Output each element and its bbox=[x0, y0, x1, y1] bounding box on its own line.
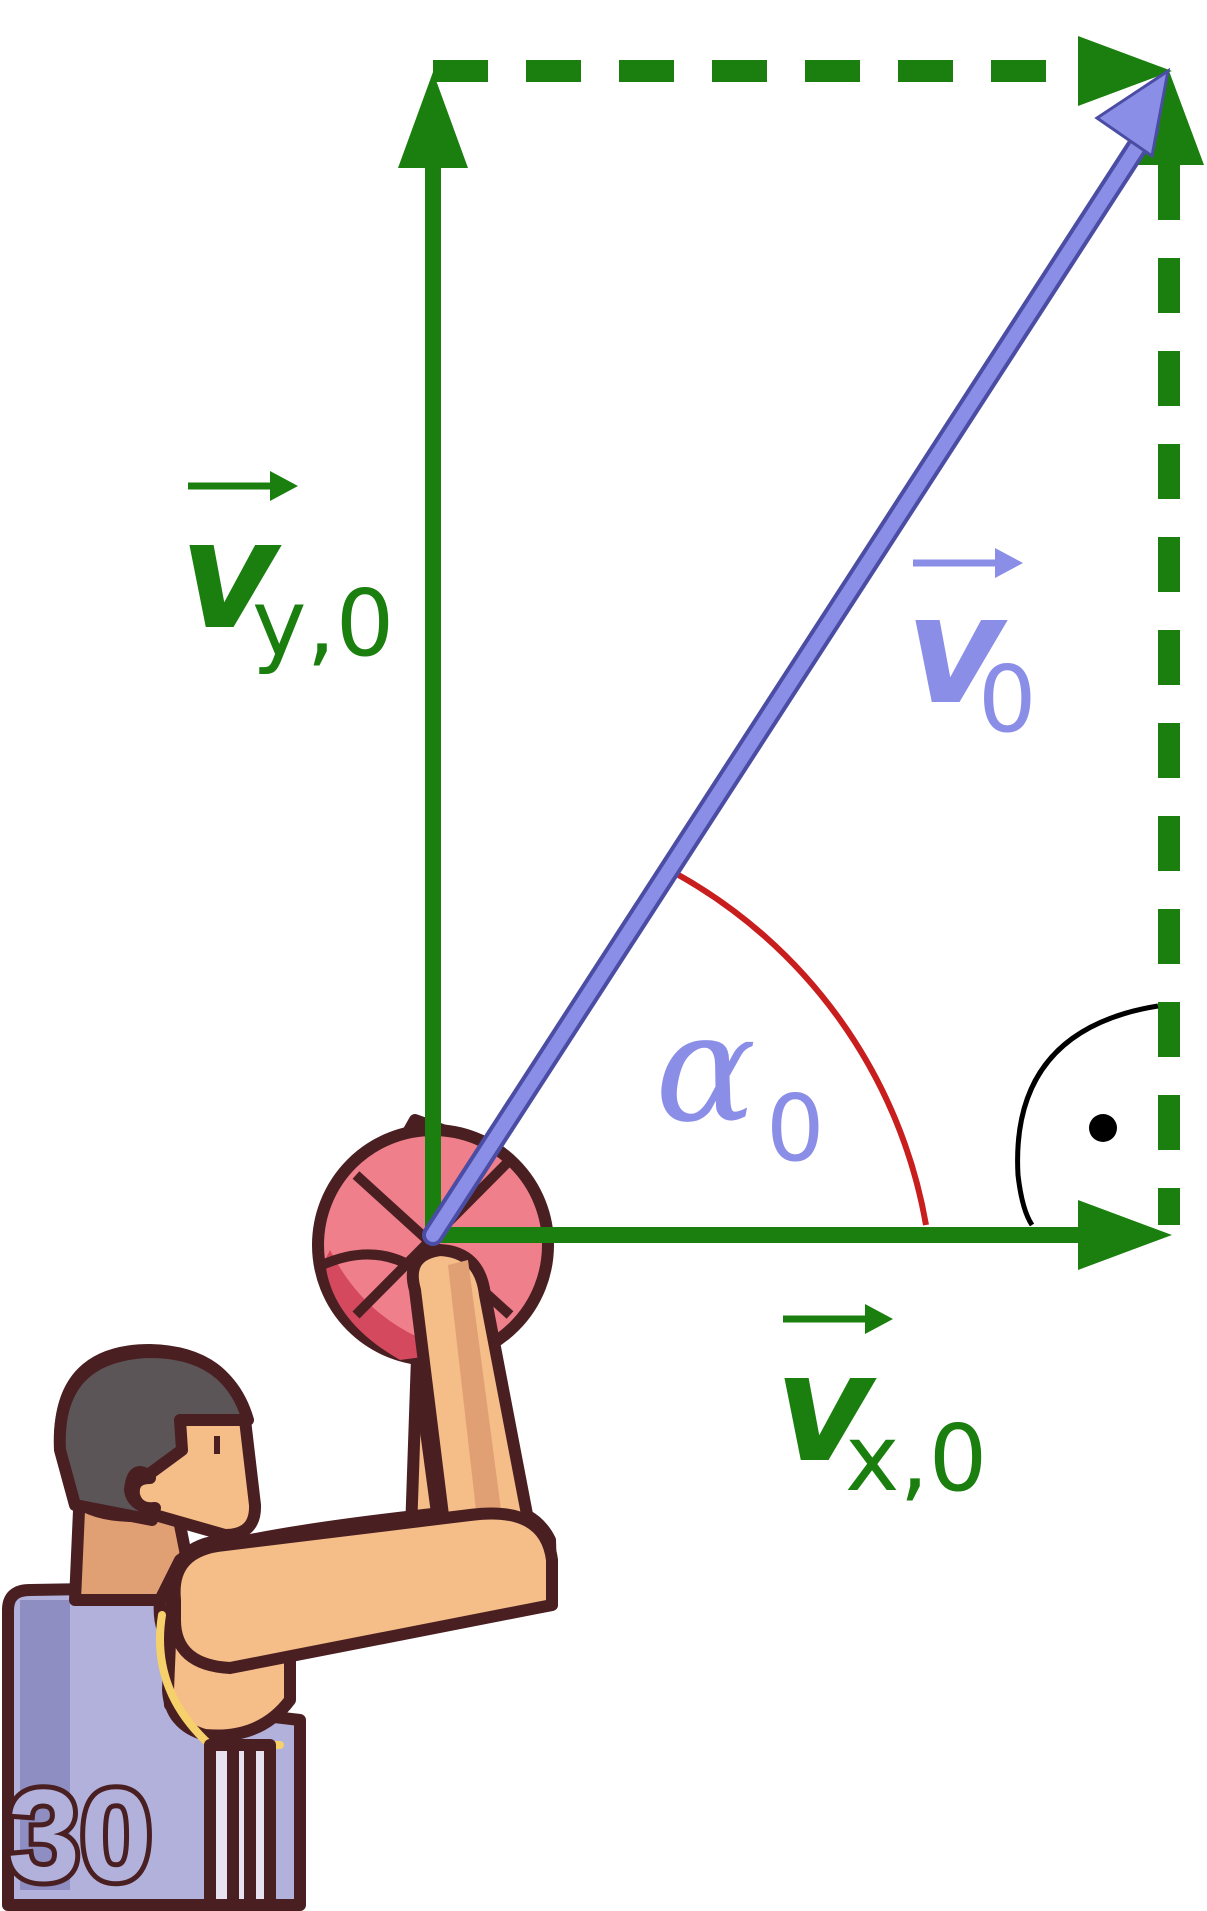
alpha-symbol: α bbox=[655, 982, 756, 1156]
v0-vector-arrowhead bbox=[1094, 67, 1171, 159]
jersey-number: 30 bbox=[8, 1762, 153, 1908]
v0-symbol: v bbox=[906, 564, 1008, 738]
right-angle-dot bbox=[1089, 1114, 1117, 1142]
jersey-stripe bbox=[204, 1739, 276, 1911]
vx-subscript: x,0 bbox=[845, 1405, 987, 1512]
dashed-top-arrowhead bbox=[1078, 36, 1172, 106]
ear bbox=[127, 1472, 161, 1515]
upper-arm-overlay bbox=[168, 1507, 558, 1674]
jersey-trim bbox=[156, 1611, 284, 1749]
vy-subscript: y,0 bbox=[252, 570, 394, 677]
vy-symbol: v bbox=[180, 489, 282, 663]
vy-label: v y,0 bbox=[180, 471, 394, 677]
jersey-shadow bbox=[20, 1600, 70, 1890]
vx-label: v x,0 bbox=[775, 1304, 987, 1512]
v0-subscript: 0 bbox=[978, 646, 1037, 753]
eye bbox=[214, 1436, 220, 1454]
vx-vector-arrowhead bbox=[1078, 1200, 1172, 1270]
alpha-label: α 0 bbox=[655, 982, 825, 1182]
vx-symbol: v bbox=[775, 1322, 877, 1496]
alpha-subscript: 0 bbox=[766, 1075, 825, 1182]
v0-label: v 0 bbox=[906, 548, 1037, 753]
v0-vector-shaft-fill bbox=[426, 123, 1155, 1242]
alpha-angle-arc bbox=[673, 870, 929, 1226]
right-angle-arc bbox=[1015, 1003, 1159, 1227]
vy-vector-arrowhead bbox=[398, 72, 468, 168]
